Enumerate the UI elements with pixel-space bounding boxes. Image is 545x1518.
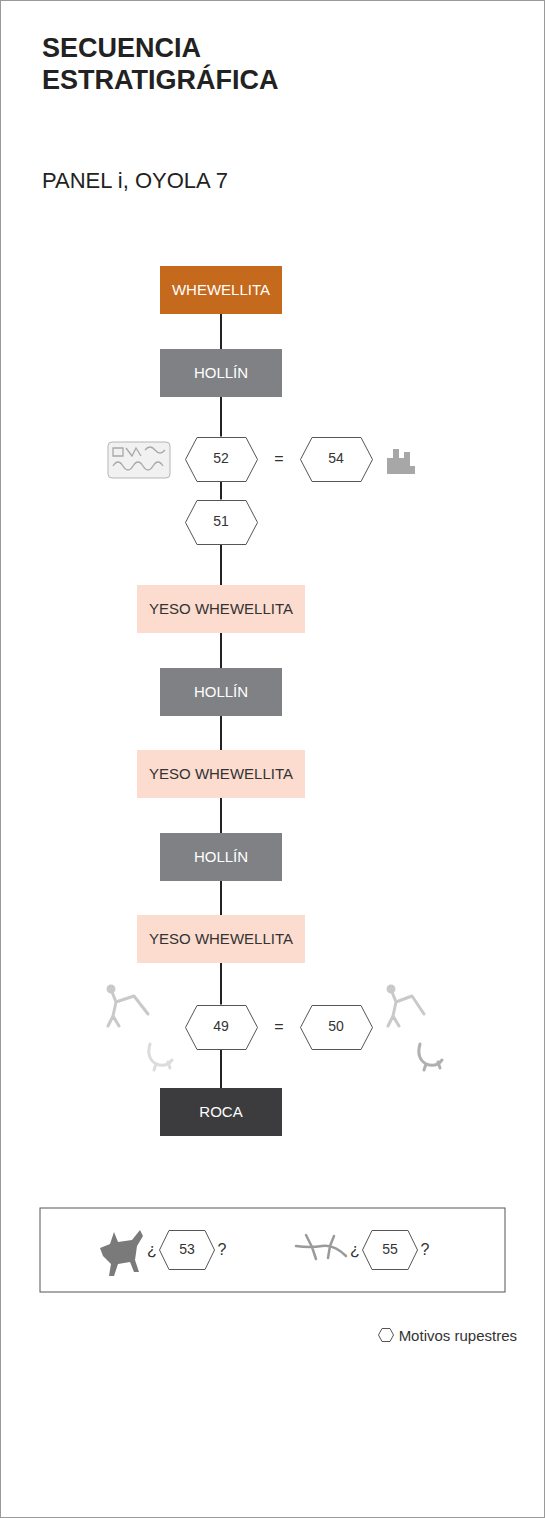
motif-hexagon: 49: [185, 1005, 258, 1050]
stratum-label: YESO WHEWELLITA: [149, 931, 293, 948]
hexagon-shape: [300, 1005, 372, 1049]
stratum-band: YESO WHEWELLITA: [137, 915, 305, 963]
stratigraphic-link: [220, 397, 222, 437]
motif-number: 52: [213, 451, 229, 466]
stratum-label: WHEWELLITA: [172, 282, 270, 299]
stratigraphic-link: [220, 1050, 222, 1089]
stratum-label: YESO WHEWELLITA: [149, 766, 293, 783]
stratum-band: YESO WHEWELLITA: [137, 585, 305, 633]
stratigraphic-link: [220, 633, 222, 668]
hexagon-shape: [300, 437, 372, 481]
stratum-band: HOLLÍN: [160, 349, 282, 397]
motif-hexagon: 52: [185, 437, 258, 482]
motif-hexagon: 55: [362, 1230, 418, 1270]
stratum-label: HOLLÍN: [194, 365, 248, 382]
hexagon-shape: [363, 1231, 418, 1270]
legend-hexagon-sample: [378, 1328, 394, 1342]
stratigraphic-link: [220, 798, 222, 833]
petroglyph-figure-icon: [388, 986, 442, 1070]
equals-sign: =: [274, 1018, 283, 1036]
motif-number: 53: [179, 1242, 195, 1257]
legend-frame: [40, 1208, 505, 1292]
question-mark: ?: [218, 1241, 227, 1259]
hexagon-shape: [185, 500, 257, 544]
motif-number: 51: [213, 514, 229, 529]
hexagon-shape: [185, 437, 257, 481]
stratigraphic-link: [220, 314, 222, 349]
legend-text: Motivos rupestres: [399, 1327, 517, 1344]
subtitle: PANEL i, OYOLA 7: [42, 168, 228, 194]
motif-number: 49: [213, 1019, 229, 1034]
hexagon-shape: [378, 1329, 393, 1342]
stratum-band: HOLLÍN: [160, 833, 282, 881]
petroglyph-panel-icon: [108, 442, 170, 478]
stratum-band: ROCA: [160, 1088, 282, 1136]
stratum-label: HOLLÍN: [194, 849, 248, 866]
motif-number: 54: [328, 451, 344, 466]
hexagon-shape: [185, 1005, 257, 1049]
lizard-icon: [296, 1235, 346, 1259]
diagram-title: SECUENCIA ESTRATIGRÁFICA: [42, 32, 312, 97]
stratigraphic-link: [220, 545, 222, 586]
equals-sign: =: [274, 450, 283, 468]
motif-hexagon: 53: [159, 1230, 215, 1270]
stratum-band: WHEWELLITA: [160, 266, 282, 314]
stratum-label: YESO WHEWELLITA: [149, 601, 293, 618]
question-mark: ¿: [350, 1241, 360, 1259]
motif-hexagon: 50: [300, 1005, 373, 1050]
motif-number: 55: [382, 1242, 398, 1257]
motif-hexagon: 51: [185, 500, 258, 545]
hexagon-shape: [160, 1231, 215, 1270]
petroglyph-figure-icon: [108, 986, 172, 1070]
stratum-band: HOLLÍN: [160, 668, 282, 716]
question-mark: ?: [421, 1241, 430, 1259]
stratigraphic-link: [220, 963, 222, 1005]
motif-hexagon: 54: [300, 437, 373, 482]
stratigraphic-link: [220, 482, 222, 500]
stratigraphic-link: [220, 716, 222, 750]
animal-icon: [100, 1230, 143, 1276]
motif-number: 50: [328, 1019, 344, 1034]
question-mark: ¿: [147, 1241, 157, 1259]
petroglyph-icon: [387, 449, 415, 474]
stratum-label: HOLLÍN: [194, 684, 248, 701]
stratigraphic-link: [220, 881, 222, 915]
stratum-band: YESO WHEWELLITA: [137, 750, 305, 798]
stratum-label: ROCA: [199, 1104, 242, 1121]
